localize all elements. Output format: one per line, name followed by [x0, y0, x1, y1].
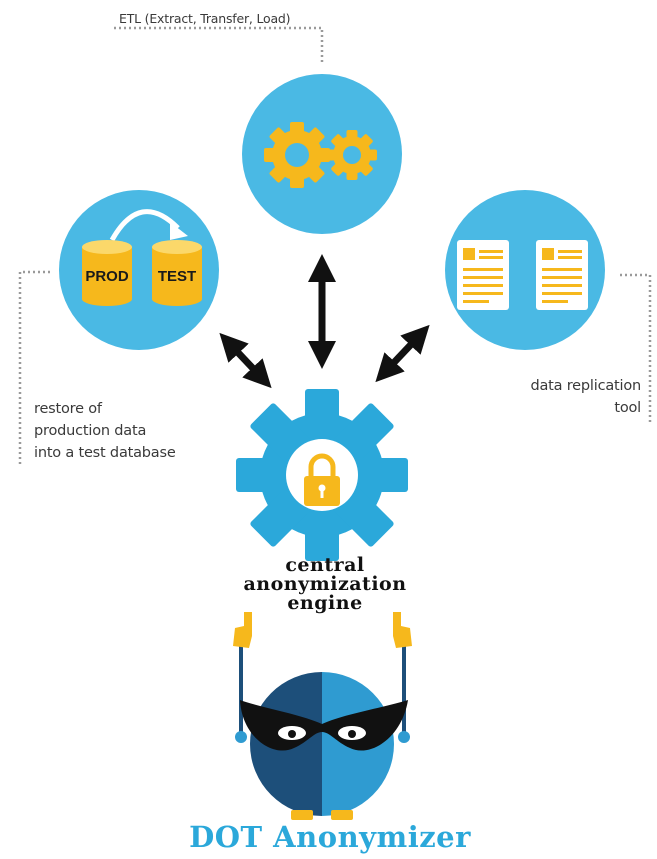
prod-label: PROD — [85, 268, 129, 285]
brand-title: DOT Anonymizer — [189, 820, 471, 854]
replication-line: tool — [614, 400, 641, 416]
documents-icon — [457, 240, 588, 310]
arrow-replication-engine — [375, 324, 430, 383]
restore-arrow-icon — [109, 209, 180, 242]
restore-label: restore of production data into a test d… — [34, 398, 176, 464]
lock-icon — [304, 453, 340, 506]
right-hand-icon — [393, 612, 412, 648]
restore-connector — [18, 270, 50, 465]
test-cylinder-icon: TEST — [152, 240, 202, 306]
etl-connector — [114, 26, 324, 64]
restore-line: into a test database — [34, 445, 176, 461]
prod-cylinder-icon: PROD — [82, 240, 132, 306]
replication-connector — [620, 273, 652, 425]
replication-label: data replication tool — [530, 375, 641, 419]
arrow-restore-engine — [219, 332, 272, 389]
restore-line: restore of — [34, 401, 102, 417]
etl-node — [242, 74, 402, 234]
restore-arrowhead — [170, 222, 188, 240]
engine-line: central — [285, 554, 365, 576]
replication-line: data replication — [530, 378, 641, 394]
engine-line: engine — [287, 592, 363, 614]
engine-label: central anonymization engine — [210, 556, 440, 613]
mask-icon — [240, 700, 408, 751]
flow-arrows — [219, 254, 430, 389]
restore-line: production data — [34, 423, 147, 439]
test-label: TEST — [158, 268, 196, 285]
masked-mascot — [233, 612, 412, 820]
gears-icon — [264, 122, 377, 188]
engine-gear-icon — [236, 389, 408, 561]
etl-label: ETL (Extract, Transfer, Load) — [119, 11, 291, 26]
left-hand-icon — [233, 612, 252, 648]
dotted-connectors — [18, 26, 652, 465]
restore-node: PROD TEST — [59, 190, 219, 350]
engine-line: anonymization — [243, 573, 407, 595]
replication-node — [445, 190, 605, 350]
